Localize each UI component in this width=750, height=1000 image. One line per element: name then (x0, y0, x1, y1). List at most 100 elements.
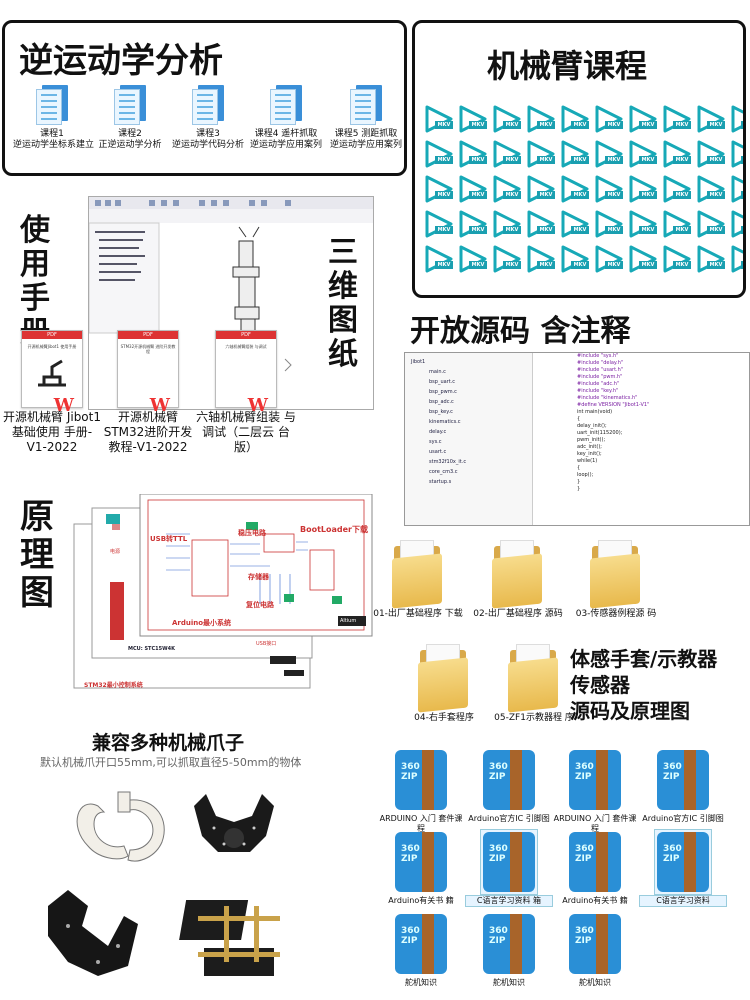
video-badge: MKV (437, 192, 451, 198)
file-tree-item[interactable]: Jibot1 (411, 359, 426, 365)
video-file-4[interactable]: MKV (525, 105, 557, 140)
video-file-7[interactable]: MKV (627, 105, 659, 140)
video-play-icon (629, 175, 657, 203)
video-file-48[interactable]: MKV (661, 245, 693, 280)
video-file-37[interactable]: MKV (627, 210, 659, 245)
file-tree-item[interactable]: kinematics.c (429, 419, 461, 425)
video-file-17[interactable]: MKV (627, 140, 659, 175)
altium-logo: Altium (340, 618, 357, 624)
video-file-36[interactable]: MKV (593, 210, 625, 245)
video-play-icon (731, 210, 743, 238)
file-tree-item[interactable]: core_cm3.c (429, 469, 458, 475)
video-file-12[interactable]: MKV (457, 140, 489, 175)
video-file-38[interactable]: MKV (661, 210, 693, 245)
video-file-22[interactable]: MKV (457, 175, 489, 210)
course-doc-5[interactable]: 课程5 测距抓取逆运动学应用案列 (327, 85, 404, 151)
video-file-27[interactable]: MKV (627, 175, 659, 210)
file-tree-item[interactable]: bsp_key.c (429, 409, 453, 415)
folder-3[interactable]: 03-传感器例程源 码 (568, 540, 664, 620)
video-file-34[interactable]: MKV (525, 210, 557, 245)
document-icon (192, 85, 224, 125)
video-file-24[interactable]: MKV (525, 175, 557, 210)
file-tree-item[interactable]: stm32f10x_it.c (429, 459, 467, 465)
video-file-35[interactable]: MKV (559, 210, 591, 245)
video-file-45[interactable]: MKV (559, 245, 591, 280)
video-file-43[interactable]: MKV (491, 245, 523, 280)
video-file-40[interactable]: MKV (729, 210, 743, 245)
file-tree-item[interactable]: sys.c (429, 439, 442, 445)
video-file-21[interactable]: MKV (423, 175, 455, 210)
video-file-28[interactable]: MKV (661, 175, 693, 210)
video-file-5[interactable]: MKV (559, 105, 591, 140)
zip-label: 舵机知识 (579, 978, 611, 987)
video-file-41[interactable]: MKV (423, 245, 455, 280)
video-file-29[interactable]: MKV (695, 175, 727, 210)
file-tree-item[interactable]: bsp_adc.c (429, 399, 454, 405)
video-file-11[interactable]: MKV (423, 140, 455, 175)
video-file-15[interactable]: MKV (559, 140, 591, 175)
video-file-13[interactable]: MKV (491, 140, 523, 175)
video-file-31[interactable]: MKV (423, 210, 455, 245)
video-file-44[interactable]: MKV (525, 245, 557, 280)
video-file-3[interactable]: MKV (491, 105, 523, 140)
video-file-6[interactable]: MKV (593, 105, 625, 140)
folder-2[interactable]: 02-出厂基础程序 源码 (470, 540, 566, 620)
file-tree-item[interactable]: main.c (429, 369, 446, 375)
video-play-icon (697, 245, 725, 273)
video-file-1[interactable]: MKV (423, 105, 455, 140)
video-file-42[interactable]: MKV (457, 245, 489, 280)
file-tree-item[interactable]: startup.s (429, 479, 452, 485)
video-file-16[interactable]: MKV (593, 140, 625, 175)
video-badge: MKV (741, 262, 743, 268)
video-file-23[interactable]: MKV (491, 175, 523, 210)
video-file-9[interactable]: MKV (695, 105, 727, 140)
video-file-25[interactable]: MKV (559, 175, 591, 210)
video-file-47[interactable]: MKV (627, 245, 659, 280)
video-file-33[interactable]: MKV (491, 210, 523, 245)
folder-5[interactable]: 05-ZF1示教器程 序 (486, 644, 582, 724)
video-play-icon (731, 105, 743, 133)
code-line: uart_init(115200); (577, 430, 623, 436)
video-file-30[interactable]: MKV (729, 175, 743, 210)
video-file-19[interactable]: MKV (695, 140, 727, 175)
video-file-14[interactable]: MKV (525, 140, 557, 175)
video-file-10[interactable]: MKV (729, 105, 743, 140)
video-file-20[interactable]: MKV (729, 140, 743, 175)
file-tree-item[interactable]: delay.c (429, 429, 447, 435)
video-file-46[interactable]: MKV (593, 245, 625, 280)
course-doc-4[interactable]: 课程4 遥杆抓取逆运动学应用案列 (247, 85, 325, 151)
file-tree-item[interactable]: bsp_pwm.c (429, 389, 457, 395)
video-file-2[interactable]: MKV (457, 105, 489, 140)
video-file-49[interactable]: MKV (695, 245, 727, 280)
video-file-32[interactable]: MKV (457, 210, 489, 245)
video-file-50[interactable]: MKV (729, 245, 743, 280)
file-tree-item[interactable]: bsp_uart.c (429, 379, 456, 385)
video-file-8[interactable]: MKV (661, 105, 693, 140)
folder-4[interactable]: 04-右手套程序 (396, 644, 492, 724)
video-file-18[interactable]: MKV (661, 140, 693, 175)
video-file-39[interactable]: MKV (695, 210, 727, 245)
video-file-26[interactable]: MKV (593, 175, 625, 210)
file-tree-item[interactable]: usart.c (429, 449, 447, 455)
video-badge: MKV (709, 227, 723, 233)
video-badge: MKV (539, 262, 553, 268)
folder-1[interactable]: 01-出厂基础程序 下载 (370, 540, 466, 620)
document-icon (270, 85, 302, 125)
